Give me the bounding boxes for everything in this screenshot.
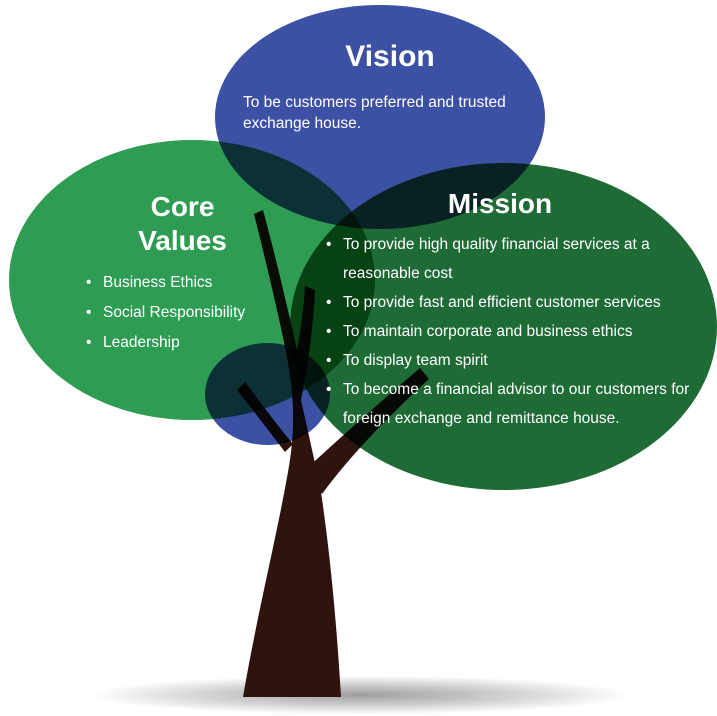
core-values-title: Core Values (138, 191, 227, 256)
small-leaf-bubble (205, 343, 330, 445)
mission-item: To become a financial advisor to our cus… (326, 375, 708, 433)
mission-item: To maintain corporate and business ethic… (326, 317, 708, 346)
mission-title: Mission (447, 188, 553, 219)
core-values-item: Business Ethics (86, 268, 316, 298)
mission-item: To provide fast and efficient customer s… (326, 288, 708, 317)
mission-item: To provide high quality financial servic… (326, 230, 708, 288)
core-values-item: Social Responsibility (86, 298, 316, 328)
core-values-list: Business Ethics Social Responsibility Le… (86, 268, 316, 358)
vision-body: To be customers preferred and trusted ex… (243, 94, 506, 132)
mission-list: To provide high quality financial servic… (326, 230, 708, 433)
core-values-item: Leadership (86, 328, 316, 358)
vision-title: Vision (345, 40, 435, 73)
mission-item: To display team spirit (326, 346, 708, 375)
ground-shadow (95, 676, 625, 714)
